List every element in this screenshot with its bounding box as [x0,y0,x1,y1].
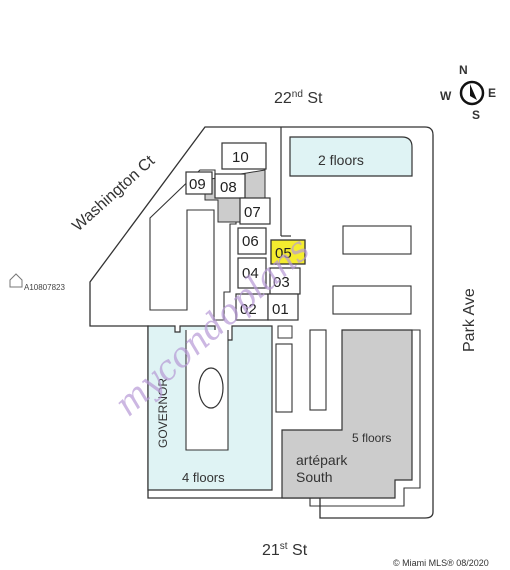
unit-06-label: 06 [242,233,259,250]
footer-copyright: © Miami MLS® 08/2020 [393,558,489,568]
building-north-east-floors: 2 floors [318,152,364,168]
compass-s: S [472,108,480,122]
strip-2 [309,329,327,411]
unit-04[interactable] [237,257,267,289]
home-icon [9,273,23,288]
building-artepark-floors: 5 floors [352,431,391,445]
building-artepark-name-2: South [296,469,333,485]
unit-01-label: 01 [272,301,289,318]
unit-10[interactable] [221,142,267,170]
listing-id: A10807823 [9,273,65,292]
strip-1 [275,343,293,413]
compass-n: N [459,63,468,77]
east-bar-1 [342,225,412,255]
street-label-park-ave: Park Ave [461,288,478,352]
street-label-north: 22nd St [274,89,323,107]
building-north-east [289,136,413,177]
compass-w: W [440,89,452,103]
east-bar-2 [332,285,412,315]
unit-09[interactable] [185,171,213,195]
unit-01[interactable] [267,293,299,321]
unit-03-label: 03 [273,274,290,291]
unit-04-label: 04 [242,265,259,282]
unit-08[interactable] [214,173,246,199]
unit-03[interactable] [269,267,301,295]
street-label-washington-ct: Washington Ct [69,152,158,235]
unit-10-label: 10 [232,149,249,166]
listing-id-text: A10807823 [24,283,65,292]
compass-e: E [488,86,496,100]
building-governor-name: GOVERNOR [156,378,170,448]
artepark-outline [309,329,421,507]
compass-icon: N E S W [440,63,496,122]
unit-07-label: 07 [244,204,261,221]
unit-06[interactable] [237,227,267,255]
unit-07[interactable] [239,197,271,225]
unit-05-label: 05 [275,245,292,262]
street-label-south: 21st St [262,541,308,559]
unit-09-label: 09 [189,176,206,193]
unit-02-label: 02 [240,301,257,318]
building-artepark-south [281,329,413,499]
strip-small [277,325,293,339]
building-artepark-name-1: artépark [296,452,348,468]
unit-05-highlighted[interactable] [270,239,306,265]
unit-08-label: 08 [220,179,237,196]
building-governor-floors: 4 floors [182,470,225,485]
governor-oval [198,367,224,409]
